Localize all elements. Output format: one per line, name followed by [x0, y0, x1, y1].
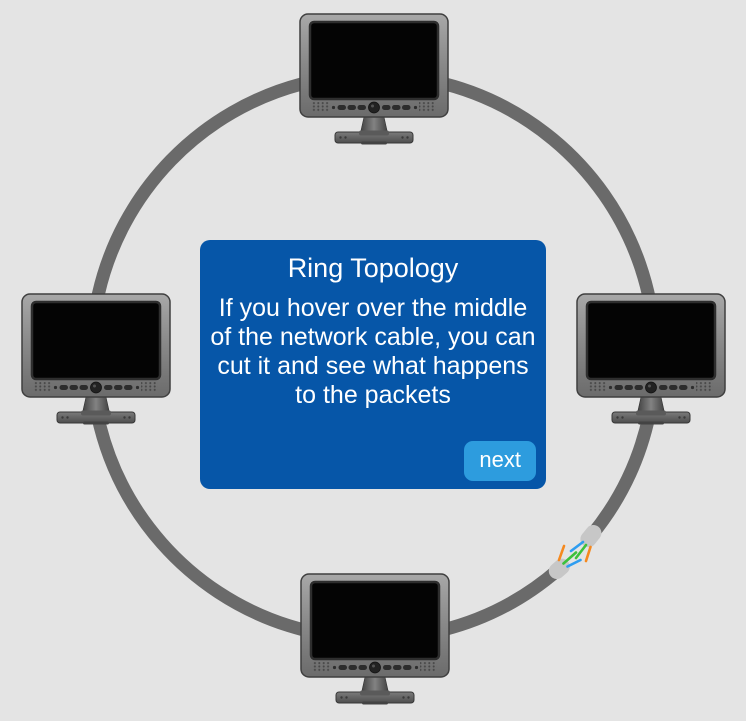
card-body-line: of the network cable, you can — [210, 323, 536, 351]
info-card: Ring Topology If you hover over the midd… — [200, 240, 546, 489]
card-body-line: to the packets — [295, 381, 451, 409]
next-button[interactable]: next — [464, 441, 536, 481]
computer-node-right — [575, 292, 727, 426]
computer-node-left — [20, 292, 172, 426]
cable-cut-collar-lower — [548, 558, 570, 579]
wire-blue-icon — [569, 540, 585, 553]
card-title: Ring Topology — [287, 253, 459, 283]
card-body-line: cut it and see what happens — [217, 352, 529, 380]
cable-cut-collar-upper — [580, 525, 602, 548]
card-body: If you hover over the middle of the netw… — [200, 294, 546, 410]
wire-green-icon — [574, 543, 588, 560]
network-cable-ring[interactable] — [84, 68, 662, 646]
wire-orange-icon — [584, 545, 592, 563]
cable-cut[interactable] — [548, 525, 602, 579]
wire-orange-icon — [557, 544, 566, 562]
wire-blue-icon — [566, 558, 582, 568]
wire-green-icon — [562, 551, 578, 565]
computer-node-top — [298, 12, 450, 146]
card-body-line: If you hover over the middle — [218, 294, 528, 322]
computer-node-bottom — [299, 572, 451, 706]
